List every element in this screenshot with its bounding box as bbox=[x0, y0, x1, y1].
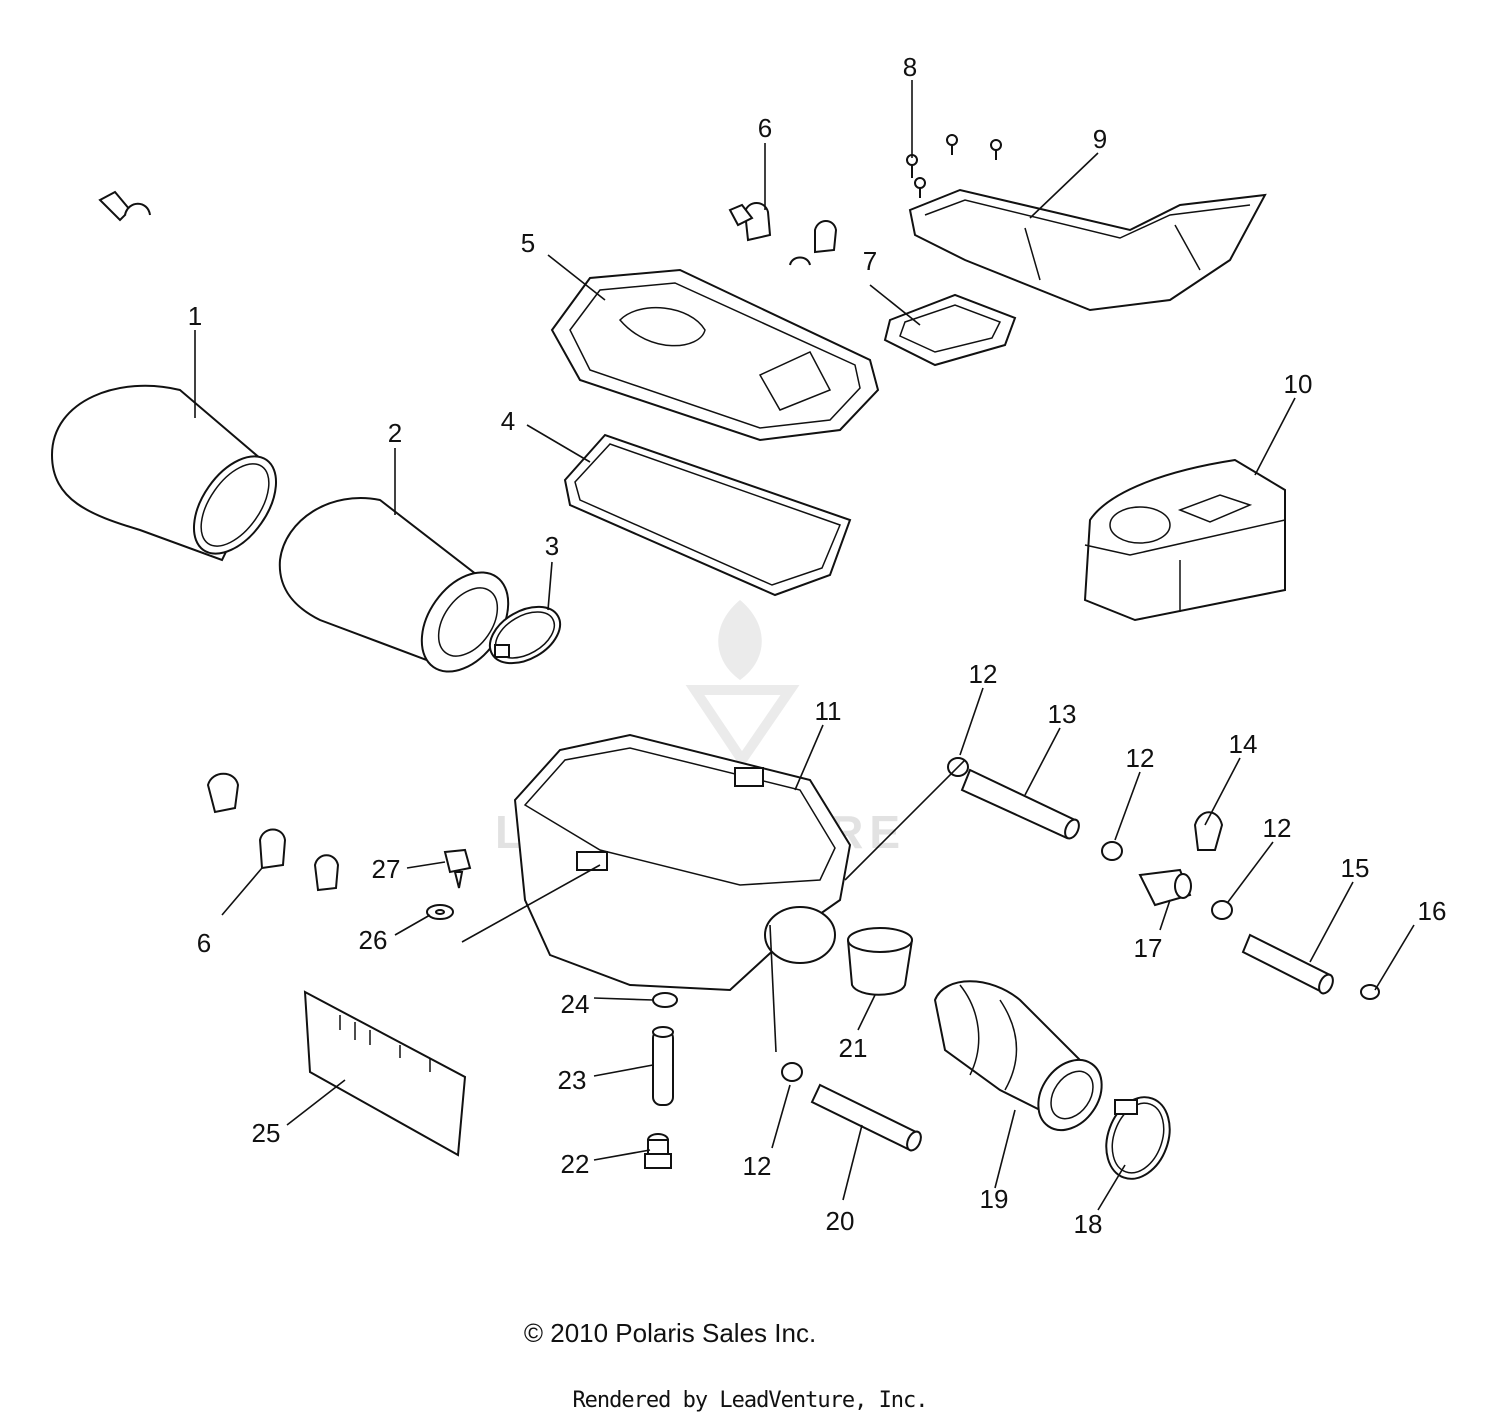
part-14-clip[interactable] bbox=[1193, 811, 1224, 851]
callout-12-d: 12 bbox=[743, 1151, 772, 1181]
callout-12-a: 12 bbox=[969, 659, 998, 689]
part-8-screws[interactable] bbox=[906, 134, 1002, 198]
part-25-label[interactable] bbox=[303, 990, 467, 1157]
callout-1: 1 bbox=[188, 301, 202, 331]
callout-19: 19 bbox=[980, 1184, 1009, 1214]
callout-17: 17 bbox=[1134, 933, 1163, 963]
part-19-intake-boot[interactable] bbox=[933, 980, 1115, 1142]
part-10-foam-block[interactable] bbox=[1083, 458, 1286, 622]
callout-10: 10 bbox=[1284, 369, 1313, 399]
part-15-hose[interactable] bbox=[1241, 933, 1336, 996]
leader-lines bbox=[194, 80, 1415, 1211]
callout-8: 8 bbox=[903, 52, 917, 82]
part-3-clamp[interactable] bbox=[480, 595, 570, 675]
part-6-clips-lower[interactable] bbox=[206, 772, 340, 892]
copyright-notice: © 2010 Polaris Sales Inc. bbox=[0, 1318, 1340, 1349]
callout-18: 18 bbox=[1074, 1209, 1103, 1239]
part-18-clamp[interactable] bbox=[1095, 1088, 1180, 1187]
callout-7: 7 bbox=[863, 246, 877, 276]
copyright-text: 2010 Polaris Sales Inc. bbox=[550, 1318, 817, 1348]
part-23-drain-tube[interactable] bbox=[652, 1026, 674, 1106]
callout-9: 9 bbox=[1093, 124, 1107, 154]
callout-5: 5 bbox=[521, 228, 535, 258]
part-27-bolt[interactable] bbox=[443, 848, 472, 889]
part-9-intake-duct[interactable] bbox=[908, 188, 1267, 312]
callout-13: 13 bbox=[1048, 699, 1077, 729]
part-16-spring-clip[interactable] bbox=[1360, 984, 1380, 1000]
callout-25: 25 bbox=[252, 1118, 281, 1148]
part-24-clamp[interactable] bbox=[652, 992, 678, 1008]
part-13-hose[interactable] bbox=[960, 768, 1082, 841]
part-4-gasket[interactable] bbox=[563, 433, 852, 597]
callout-26: 26 bbox=[359, 925, 388, 955]
callout-2: 2 bbox=[388, 418, 402, 448]
callout-12-b: 12 bbox=[1126, 743, 1155, 773]
callout-23: 23 bbox=[558, 1065, 587, 1095]
callout-21: 21 bbox=[839, 1033, 868, 1063]
callouts: 1 2 3 4 5 6 6 7 8 9 10 11 12 12 12 12 12… bbox=[188, 52, 1447, 1239]
callout-15: 15 bbox=[1341, 853, 1370, 883]
callout-16: 16 bbox=[1418, 896, 1447, 926]
part-11-airbox-base[interactable] bbox=[513, 733, 852, 992]
watermark-logo-icon bbox=[685, 685, 800, 769]
part-26-washer[interactable] bbox=[426, 904, 454, 920]
callout-20: 20 bbox=[826, 1206, 855, 1236]
callout-14: 14 bbox=[1229, 729, 1258, 759]
watermark-flame-icon bbox=[718, 600, 762, 680]
part-22-drain-valve[interactable] bbox=[644, 1133, 672, 1169]
callout-24: 24 bbox=[561, 989, 590, 1019]
part-7-flange-gasket[interactable] bbox=[883, 293, 1017, 367]
callout-6-lower: 6 bbox=[197, 928, 211, 958]
callout-3: 3 bbox=[545, 531, 559, 561]
part-17-check-valve[interactable] bbox=[1138, 868, 1192, 907]
callout-22: 22 bbox=[561, 1149, 590, 1179]
callout-4: 4 bbox=[501, 406, 515, 436]
part-20-hose[interactable] bbox=[810, 1083, 924, 1153]
callout-6-upper: 6 bbox=[758, 113, 772, 143]
part-21-coupler-ring[interactable] bbox=[846, 927, 914, 996]
part-2-air-filter[interactable] bbox=[278, 497, 526, 688]
part-5-airbox-cover[interactable] bbox=[550, 268, 880, 442]
callout-11: 11 bbox=[815, 696, 842, 726]
callout-12-c: 12 bbox=[1263, 813, 1292, 843]
copyright-symbol: © bbox=[523, 1318, 543, 1348]
part-6-clips-upper[interactable] bbox=[98, 190, 838, 266]
callout-27: 27 bbox=[372, 854, 401, 884]
part-1-prefilter[interactable] bbox=[50, 384, 293, 569]
rendered-by-notice: Rendered by LeadVenture, Inc. bbox=[572, 1388, 928, 1413]
